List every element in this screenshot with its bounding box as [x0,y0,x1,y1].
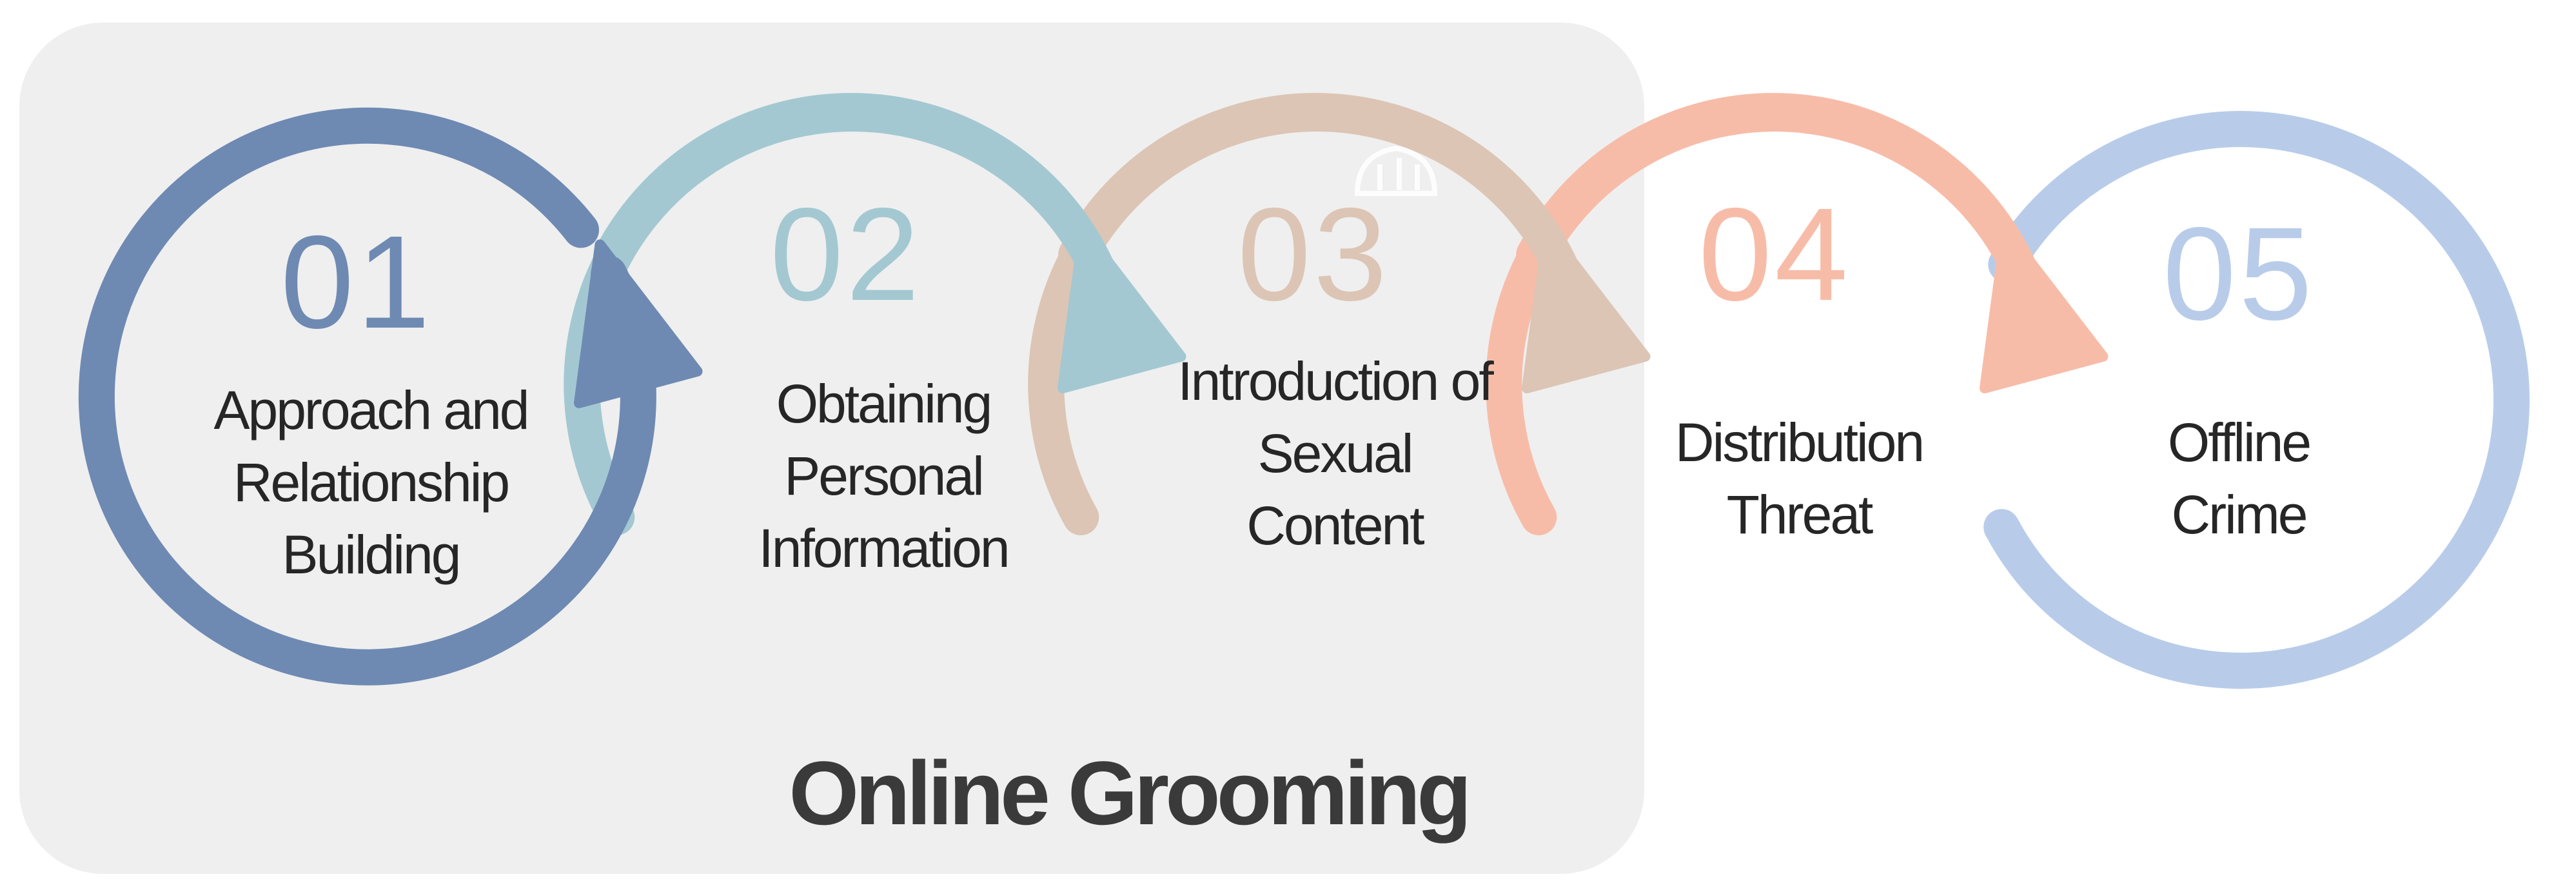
step-4-number: 04 [1698,181,1851,328]
step-1-ring-arc [78,107,656,686]
step-5-label-line-2: Crime [2171,484,2308,545]
step-3-label-line-1: Introduction of [1177,351,1493,411]
step-5-ring-arc [1983,111,2530,689]
step-2-label-line-2: Personal [784,446,985,506]
step-3-label-line-2: Sexual [1257,423,1414,484]
step-1-ring-arrowhead [574,239,703,408]
step-1-label-line-1: Approach and [213,380,529,440]
step-3-label-line-3: Content [1246,495,1424,556]
step-3-ring-lower-arc [1028,95,1568,535]
step-1-label-line-2: Relationship [233,452,510,513]
step-2-number: 02 [769,181,923,328]
step-5-number: 05 [2162,200,2315,348]
step-4-ring-lower-arc [1486,95,2026,535]
step-3-label: Introduction of Sexual Content [1135,345,1535,562]
step-2-label: Obtaining Personal Information [683,368,1083,584]
step-2-label-line-1: Obtaining [776,373,993,434]
step-4-label: Distribution Threat [1599,406,1999,551]
step-3-ring-arrowhead [1522,224,1651,393]
step-2-label-line-3: Information [758,518,1010,578]
step-3-number: 03 [1237,181,1390,328]
step-1-label: Approach and Relationship Building [171,374,571,591]
decorative-outline-icon [1354,145,1438,196]
step-1-number: 01 [280,208,433,356]
step-1-label-line-3: Building [282,524,462,585]
step-5-label-line-1: Offline [2167,412,2312,473]
online-grooming-group-label: Online Grooming [789,742,1471,844]
step-2-ring-arrowhead [1057,224,1186,393]
step-5-label: Offline Crime [2039,406,2439,551]
step-4-ring-arrowhead [1980,224,2109,393]
step-4-label-line-2: Threat [1726,484,1874,545]
step-4-label-line-1: Distribution [1675,412,1925,473]
